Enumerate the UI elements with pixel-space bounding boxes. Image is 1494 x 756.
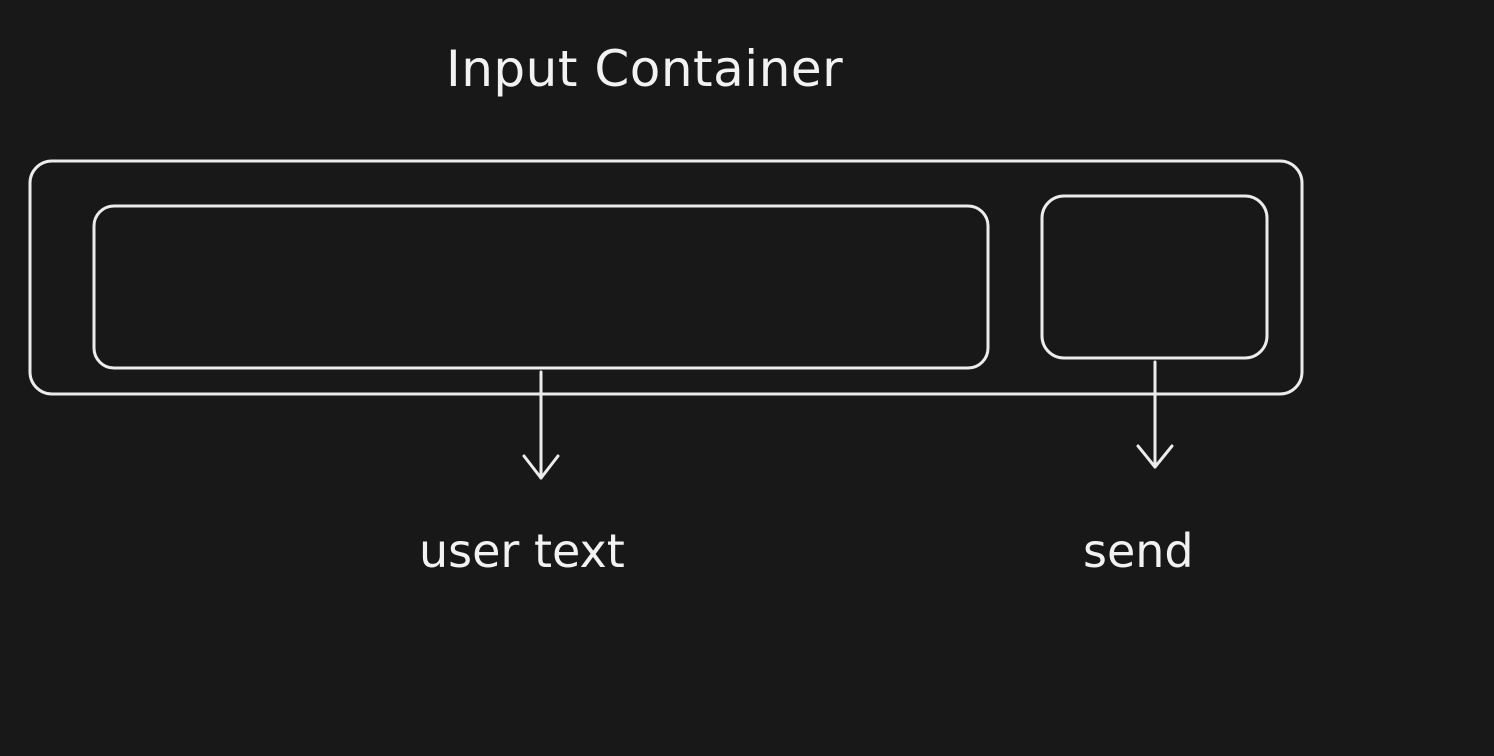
input-container-box xyxy=(28,159,1304,396)
send-button-box xyxy=(1040,194,1269,360)
user-text-label: user text xyxy=(419,524,625,578)
diagram-title: Input Container xyxy=(446,40,844,98)
user-text-field-box xyxy=(92,204,990,370)
send-arrow xyxy=(1136,360,1174,469)
send-label: send xyxy=(1083,524,1194,578)
user-text-arrow xyxy=(522,370,560,480)
